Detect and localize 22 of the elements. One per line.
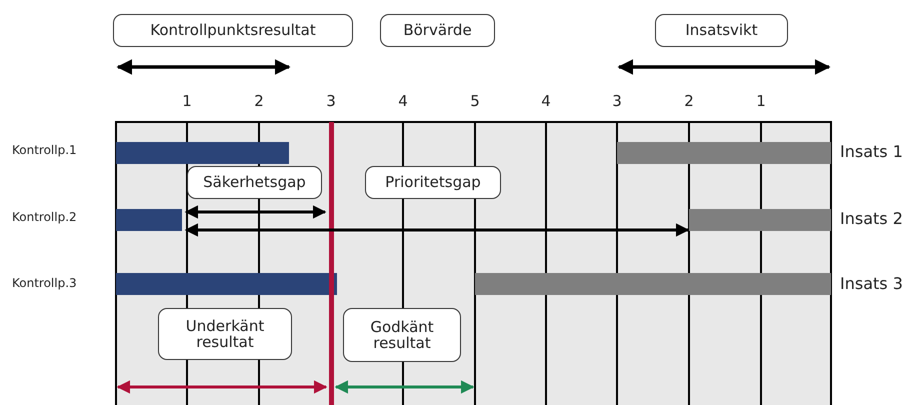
label-box: Säkerhetsgap (187, 166, 322, 199)
row-label: Kontrollp.2 (12, 210, 77, 224)
label-box: Prioritetsgap (365, 166, 501, 199)
scale-number: 1 (181, 92, 193, 110)
label-box: Insatsvikt (655, 14, 788, 47)
scale-number: 2 (253, 92, 265, 110)
row-label: Insats 3 (840, 274, 903, 293)
label-box: Godkänt resultat (343, 308, 461, 362)
scale-number: 4 (397, 92, 409, 110)
row-label: Kontrollp.1 (12, 143, 77, 157)
scale-number: 3 (325, 92, 337, 110)
scale-number: 4 (540, 92, 552, 110)
scale-number: 1 (755, 92, 767, 110)
label-box: Underkänt resultat (158, 308, 292, 360)
row-label: Kontrollp.3 (12, 276, 77, 290)
label-box: Börvärde (380, 14, 495, 47)
scale-number: 3 (611, 92, 623, 110)
scale-number: 2 (683, 92, 695, 110)
row-label: Insats 2 (840, 209, 903, 228)
label-box: Kontrollpunktsresultat (113, 14, 353, 47)
scale-number: 5 (469, 92, 481, 110)
row-label: Insats 1 (840, 142, 903, 161)
